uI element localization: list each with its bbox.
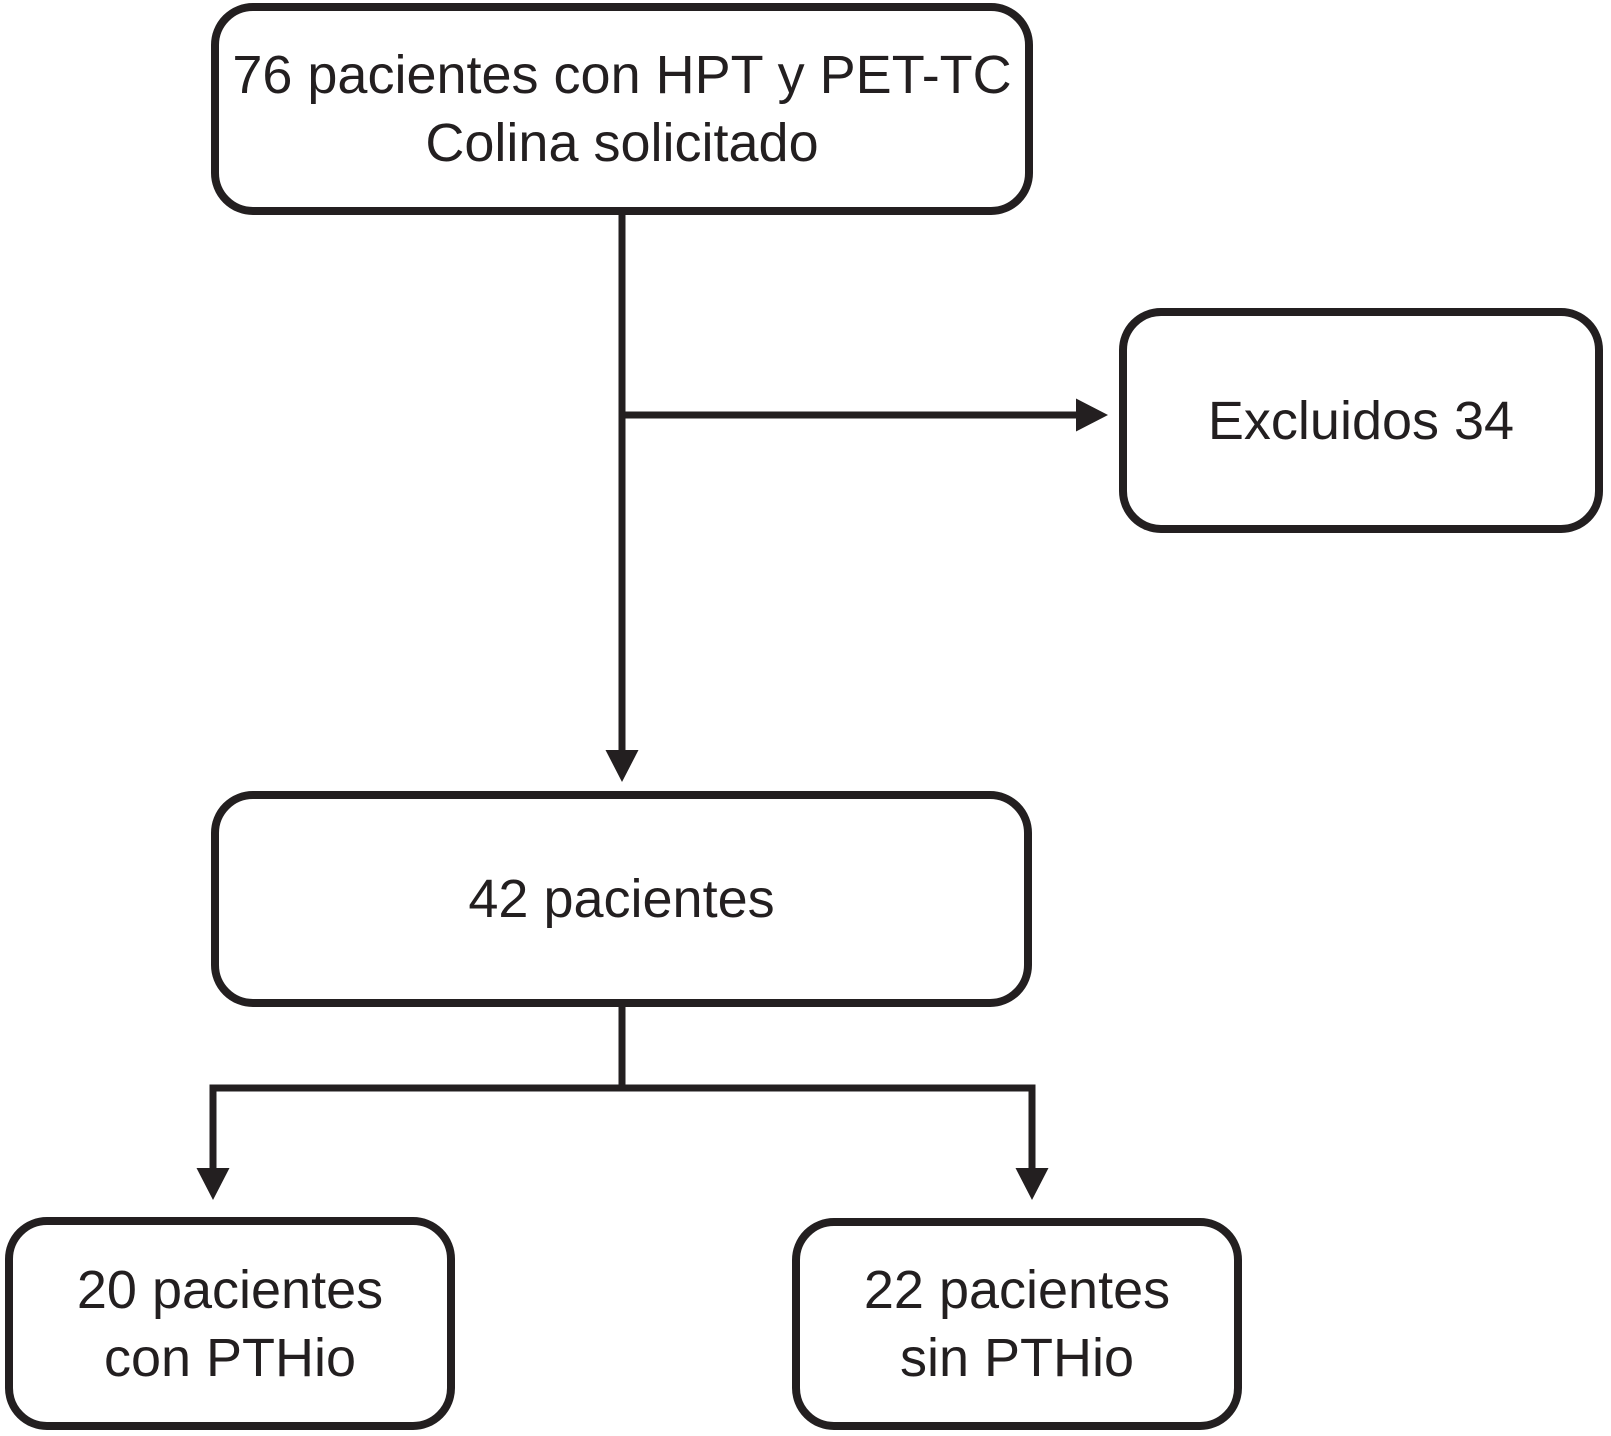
edge-included-withoutpthio-arrowhead-icon — [1015, 1168, 1049, 1200]
node-with-pthio: 20 pacientes con PTHio — [5, 1217, 455, 1430]
node-without-pthio: 22 pacientes sin PTHio — [792, 1218, 1242, 1430]
edge-initial-excluded-arrowhead-icon — [1076, 398, 1108, 432]
node-included-line1: 42 pacientes — [468, 869, 775, 929]
node-excluded-line1: Excluidos 34 — [1207, 390, 1515, 451]
edge-included-withpthio-arrowhead-icon — [196, 1168, 230, 1200]
node-included: 42 pacientes — [211, 791, 1032, 1007]
node-excluded: Excluidos 34 — [1119, 308, 1603, 533]
edge-initial-included-arrowhead-icon — [605, 750, 639, 782]
node-initial-line2: Colina solicitado — [425, 113, 819, 173]
node-without-pthio-line1: 22 pacientes — [863, 1260, 1171, 1320]
node-with-pthio-line1: 20 pacientes — [76, 1259, 384, 1320]
edge-split-bar — [209, 1084, 1036, 1170]
node-initial: 76 pacientes con HPT y PET-TC Colina sol… — [211, 3, 1033, 215]
node-with-pthio-line2: con PTHio — [103, 1327, 357, 1388]
node-initial-line1: 76 pacientes con HPT y PET-TC — [232, 45, 1012, 105]
node-without-pthio-line2: sin PTHio — [899, 1328, 1135, 1388]
